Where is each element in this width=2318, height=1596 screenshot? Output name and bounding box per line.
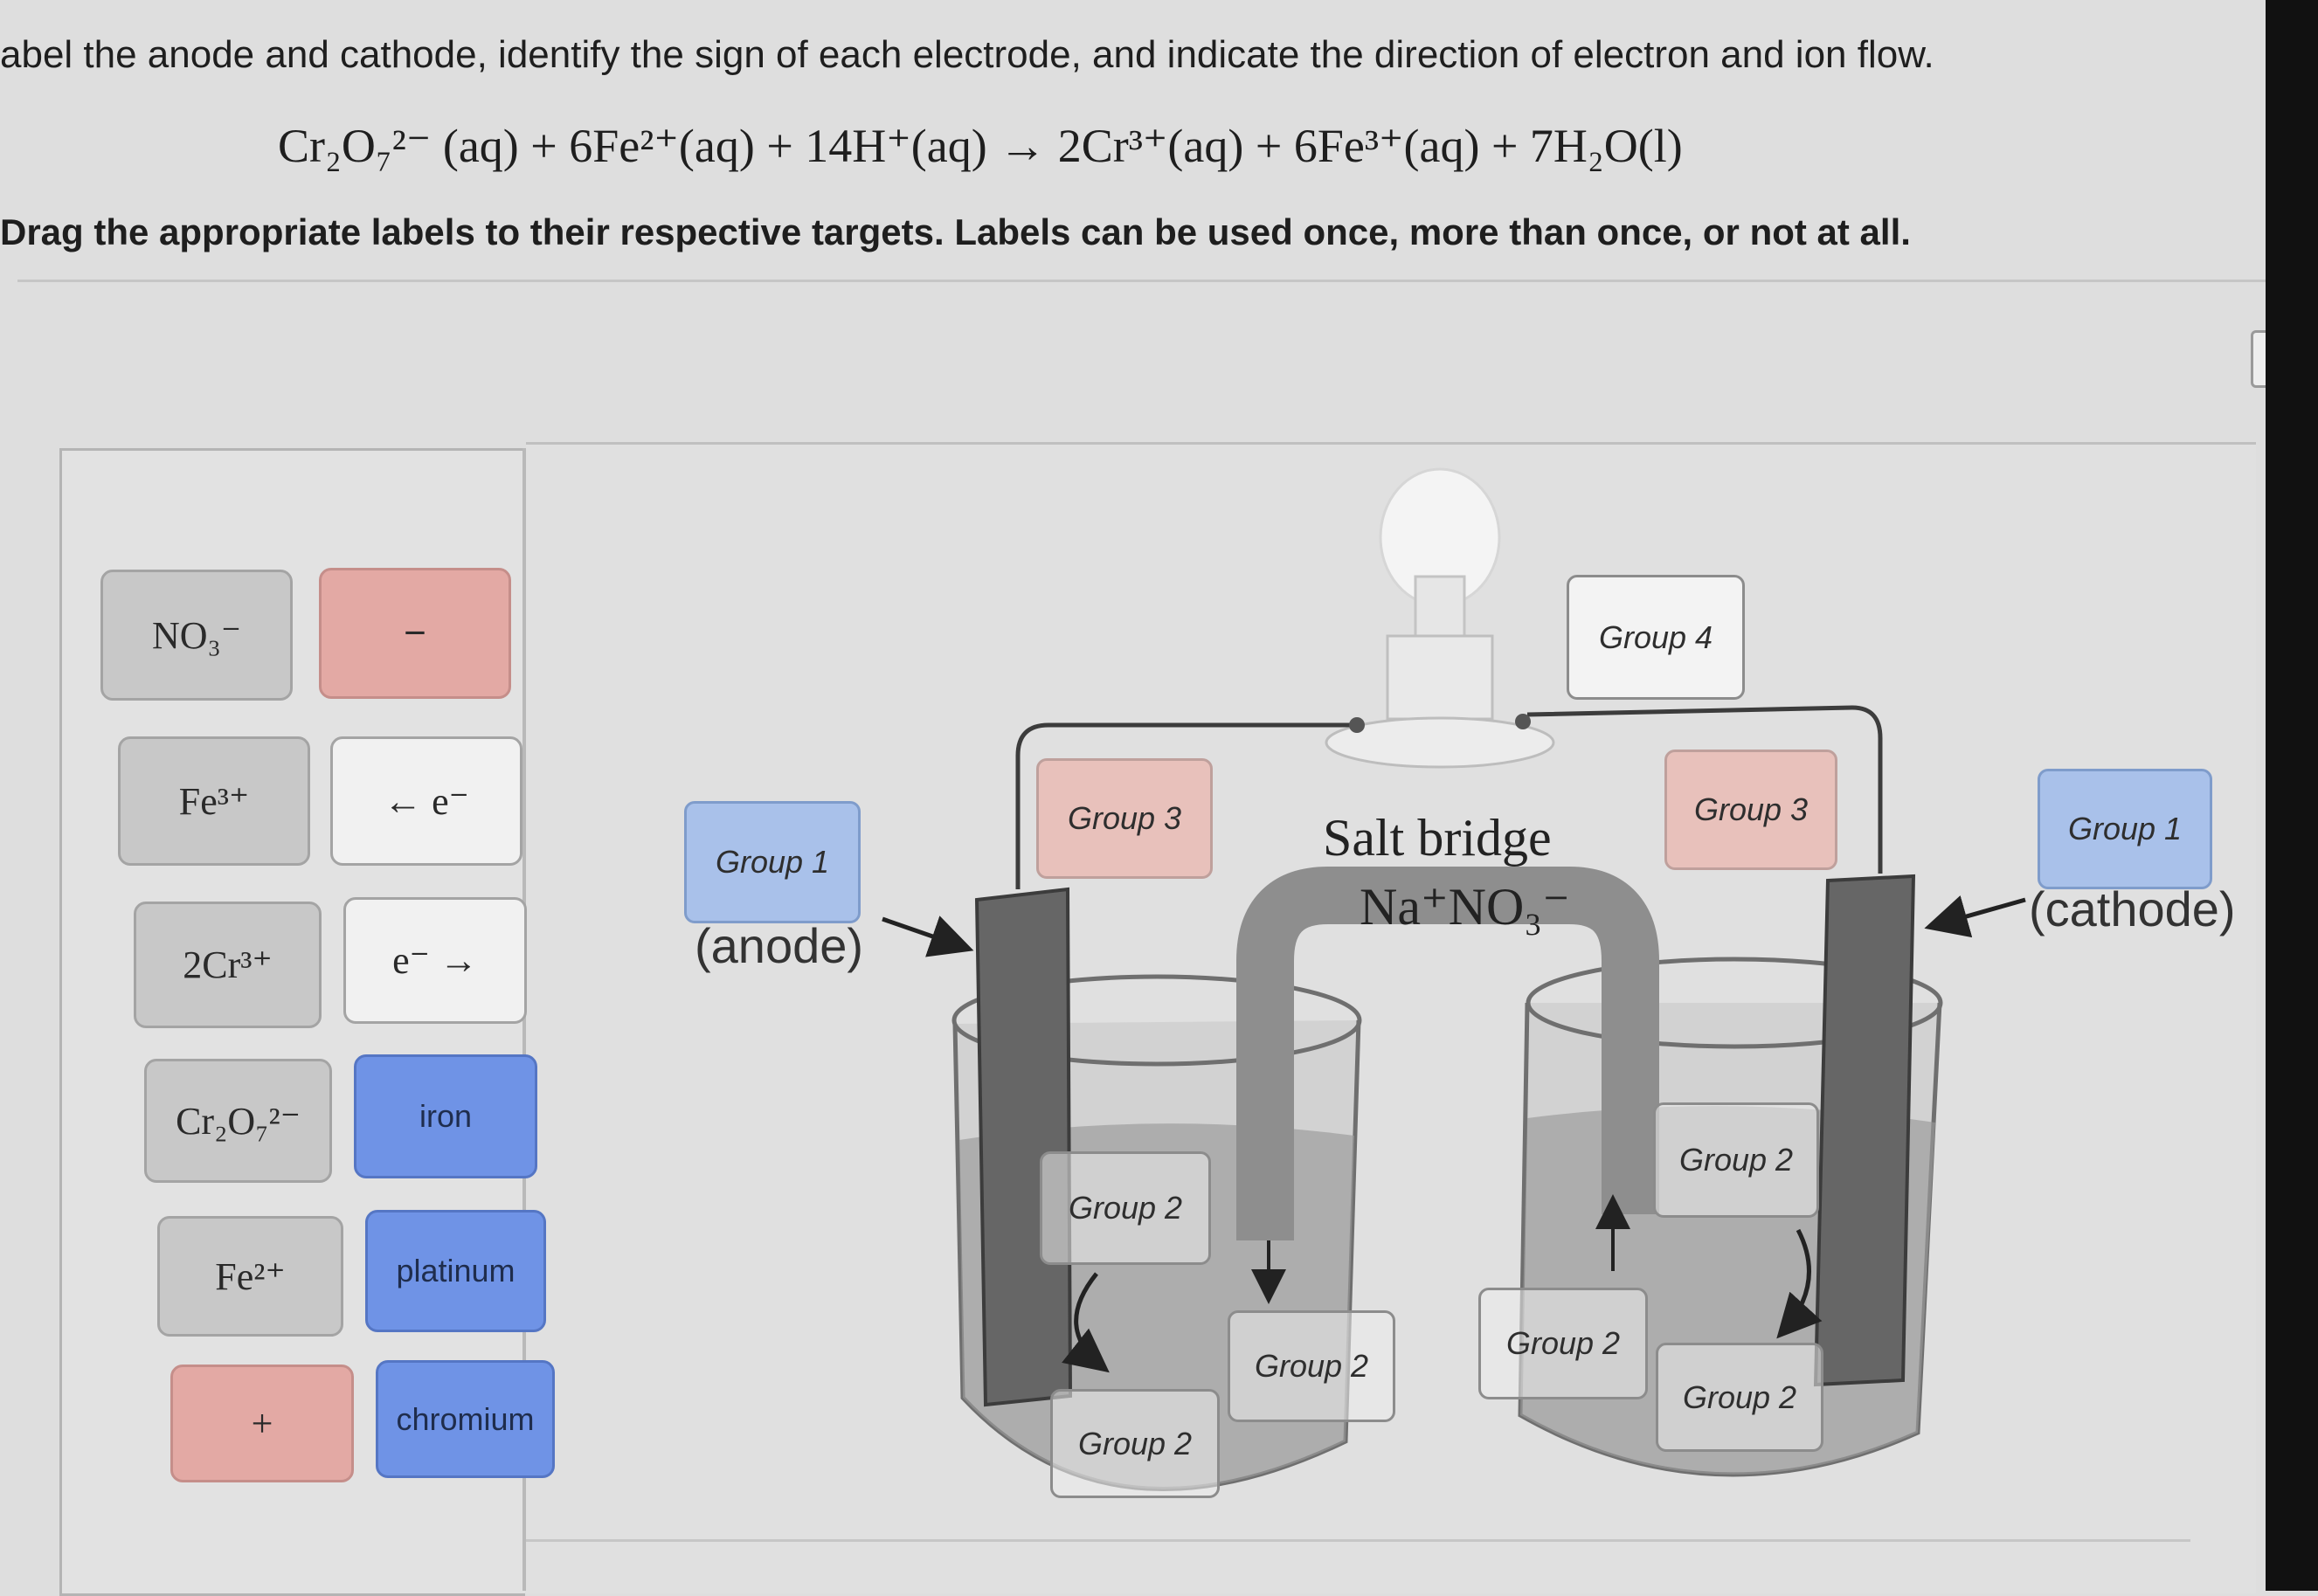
target-group2-right-upper[interactable]: Group 2: [1653, 1102, 1819, 1218]
label-tile-electron-left[interactable]: ← e⁻: [330, 736, 522, 866]
bottom-divider: [526, 1539, 2190, 1542]
target-group1-cathode[interactable]: Group 1: [2038, 769, 2212, 889]
cathode-electrode: [1813, 874, 1916, 1387]
label-tile-2cr3[interactable]: 2Cr³⁺: [134, 902, 322, 1028]
target-group2-left-upper[interactable]: Group 2: [1040, 1151, 1211, 1265]
label-tile-chromium[interactable]: chromium: [376, 1360, 555, 1478]
anode-electrode: [974, 887, 1073, 1407]
label-tile-cr2o7[interactable]: Cr₂O₇²⁻: [144, 1059, 332, 1183]
label-tile-fe3[interactable]: Fe³⁺: [118, 736, 310, 866]
label-tile-electron-right[interactable]: e⁻ →: [343, 897, 527, 1024]
light-bulb-icon: [1325, 467, 1555, 769]
salt-bridge: [1236, 867, 1659, 1240]
target-group3-right[interactable]: Group 3: [1664, 750, 1837, 870]
target-group3-left[interactable]: Group 3: [1036, 758, 1213, 879]
target-group2-bridge-right[interactable]: Group 2: [1478, 1288, 1648, 1399]
divider: [17, 280, 2289, 282]
salt-bridge-formula: Na⁺NO₃⁻: [1360, 878, 1570, 936]
label-tile-iron[interactable]: iron: [354, 1054, 537, 1178]
anode-caption: (anode): [695, 918, 864, 973]
label-tile-no3[interactable]: NO₃⁻: [100, 570, 293, 701]
label-bank-divider: [522, 448, 526, 1591]
target-group2-bridge-left[interactable]: Group 2: [1228, 1310, 1395, 1422]
reaction-equation: Cr₂O₇²⁻ (aq) + 6Fe²⁺(aq) + 14H⁺(aq) → 2C…: [278, 120, 1683, 172]
instruction-text: abel the anode and cathode, identify the…: [0, 33, 1934, 76]
salt-bridge-title: Salt bridge: [1323, 809, 1552, 867]
wire-right: [1526, 705, 1883, 874]
target-group1-anode[interactable]: Group 1: [684, 801, 861, 923]
screen-edge: [2266, 0, 2318, 1591]
label-tile-negative[interactable]: −: [319, 568, 511, 699]
label-tile-platinum[interactable]: platinum: [365, 1210, 546, 1332]
label-tile-positive[interactable]: +: [170, 1365, 354, 1482]
label-tile-fe2[interactable]: Fe²⁺: [157, 1216, 343, 1337]
target-group2-right-lower[interactable]: Group 2: [1656, 1343, 1823, 1452]
wire-left: [1015, 722, 1353, 889]
target-group2-left-lower[interactable]: Group 2: [1050, 1389, 1220, 1498]
cathode-caption: (cathode): [2029, 881, 2236, 936]
drag-instruction: Drag the appropriate labels to their res…: [0, 211, 1911, 252]
target-group4[interactable]: Group 4: [1567, 575, 1745, 700]
